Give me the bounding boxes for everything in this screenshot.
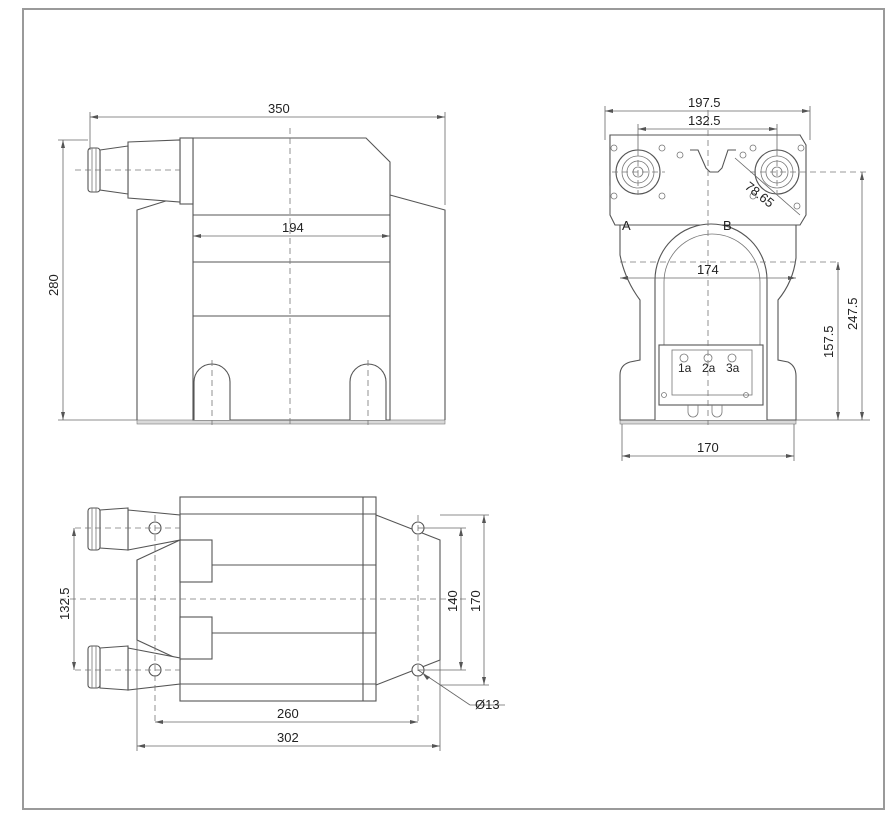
top-right-side — [375, 514, 441, 686]
secondary-terminal-box — [658, 344, 764, 406]
dim-front-width: 350 — [268, 101, 290, 116]
top-bushing-lower-tip — [99, 645, 129, 691]
front-main-body — [192, 137, 391, 421]
dim-hole-diameter: Ø13 — [475, 697, 500, 712]
front-flange — [179, 137, 194, 205]
dim-top-hole-spacing: 260 — [277, 706, 299, 721]
label-secondary-3a: 3a — [726, 361, 740, 375]
front-bushing — [127, 139, 181, 203]
top-bushing-upper-tip — [99, 507, 129, 551]
dim-side-height-total: 247.5 — [845, 297, 860, 330]
dim-side-height-mid: 157.5 — [821, 325, 836, 358]
side-view: 197.5 132.5 78.65 174 170 247.5 157.5 A … — [604, 95, 870, 461]
front-bushing-tip — [99, 145, 129, 195]
dim-front-height: 280 — [46, 274, 61, 296]
dim-side-terminal-spacing: 132.5 — [688, 113, 721, 128]
label-secondary-1a: 1a — [678, 361, 692, 375]
dim-top-length: 302 — [277, 730, 299, 745]
front-view: 350 280 194 — [46, 101, 446, 425]
top-flange-lower — [179, 616, 213, 660]
label-secondary-2a: 2a — [702, 361, 716, 375]
dim-top-inner: 140 — [445, 590, 460, 612]
label-terminal-b: B — [723, 218, 732, 233]
dim-front-inner: 194 — [282, 220, 304, 235]
dim-side-base: 170 — [697, 440, 719, 455]
top-view: 132.5 140 170 260 302 Ø13 — [57, 496, 505, 751]
drawing-frame — [22, 8, 885, 810]
dim-side-width: 197.5 — [688, 95, 721, 110]
top-flange-upper — [179, 539, 213, 583]
top-main-body — [179, 496, 377, 702]
top-left-side — [136, 539, 181, 661]
label-terminal-a: A — [622, 218, 631, 233]
front-right-shoulder — [389, 194, 446, 420]
front-base-plate — [136, 419, 446, 425]
dim-top-spacing: 132.5 — [57, 587, 72, 620]
dim-side-middle: 174 — [697, 262, 719, 277]
dim-top-outer: 170 — [468, 590, 483, 612]
